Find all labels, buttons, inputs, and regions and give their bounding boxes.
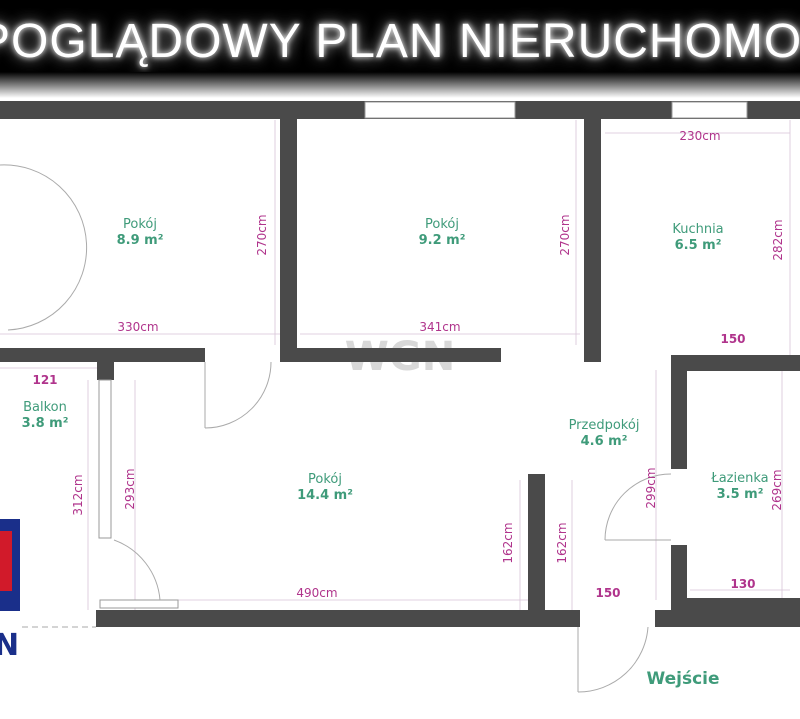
logo-letter: N [0,628,19,663]
room-2-area: 6.5 m² [675,238,722,253]
doors [0,164,672,693]
dim-livingroom-height: 293cm [123,468,137,509]
dim-kitchen-height: 282cm [771,219,785,260]
room-1-name: Pokój [425,217,459,232]
room-labels: Pokój 8.9 m² Pokój 9.2 m² Kuchnia 6.5 m²… [22,217,769,503]
dim-room2-height: 270cm [558,214,572,255]
room-2-name: Kuchnia [672,222,723,237]
dimension-lines [0,120,791,610]
entrance-label: Wejście [646,669,719,689]
title-banner: POGLĄDOWY PLAN NIERUCHOMOŚCI [0,0,800,85]
dimension-labels: 230cm 270cm 270cm 282cm 330cm 341cm 150 … [32,129,785,600]
room-5-area: 4.6 m² [581,434,628,449]
dim-wall-left: 162cm [501,522,515,563]
dim-room1-height: 270cm [255,214,269,255]
room-4-area: 14.4 m² [297,488,353,503]
dim-wall-right: 162cm [555,522,569,563]
dim-livingroom-width: 490cm [296,586,337,600]
dim-hall-height: 299cm [644,467,658,508]
agency-logo: N [0,519,20,663]
banner-fade [0,72,800,98]
room-6-area: 3.5 m² [717,487,764,502]
room-0-name: Pokój [123,217,157,232]
room-5-name: Przedpokój [569,418,640,433]
room-3-area: 3.8 m² [22,416,69,431]
room-1-area: 9.2 m² [419,233,466,248]
dim-balcony-height: 312cm [71,474,85,515]
dim-balcony-width: 121 [32,373,57,387]
dim-bathroom-height: 269cm [770,469,784,510]
dim-bathroom-width: 130 [730,577,755,591]
room-0-area: 8.9 m² [117,233,164,248]
dim-kitchen-bottom: 150 [720,332,745,346]
dim-kitchen-width: 230cm [679,129,720,143]
room-4-name: Pokój [308,472,342,487]
dim-room1-width: 330cm [117,320,158,334]
windows [98,101,748,609]
dim-room2-width: 341cm [419,320,460,334]
room-6-name: Łazienka [710,471,768,486]
plan-title: POGLĄDOWY PLAN NIERUCHOMOŚCI [0,15,800,68]
room-3-name: Balkon [23,400,67,415]
dim-hall-bottom: 150 [595,586,620,600]
